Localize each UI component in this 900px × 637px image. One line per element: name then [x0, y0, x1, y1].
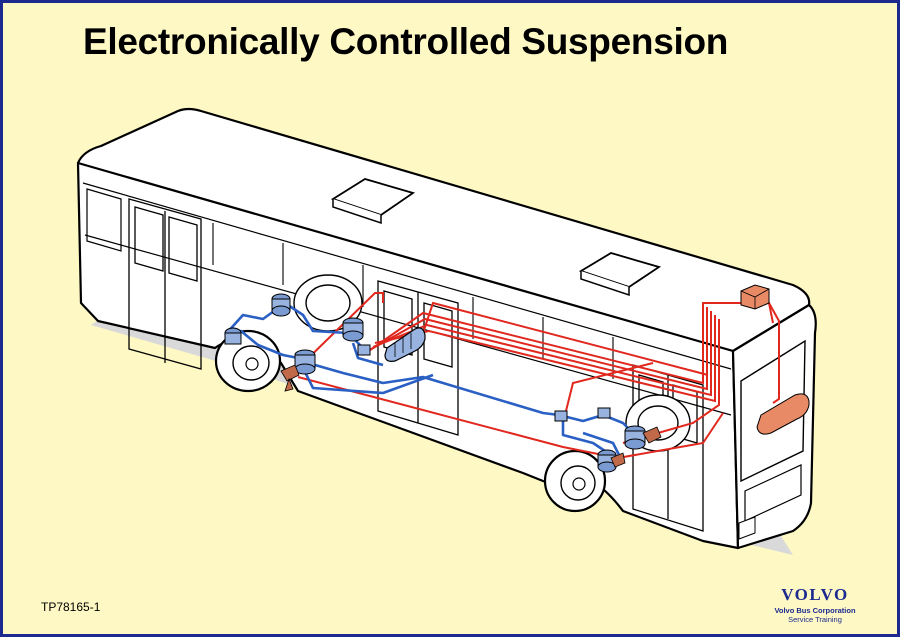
level-sensor-rear [280, 364, 300, 392]
air-bellow-front [624, 425, 646, 450]
control-unit [740, 284, 770, 310]
air-bellow-rear-left [271, 293, 291, 317]
window-band-bottom [84, 234, 732, 416]
windshield [740, 339, 806, 483]
window-band-top [82, 182, 732, 370]
driver-control-panel [756, 393, 810, 435]
front-headlight [738, 516, 756, 540]
brand-block: VOLVO Volvo Bus Corporation Service Trai… [755, 585, 875, 624]
electric-wiring [292, 292, 780, 459]
front-grille [744, 464, 802, 522]
front-wheel [543, 449, 607, 513]
brand-corporation: Volvo Bus Corporation [774, 606, 856, 615]
page-title: Electronically Controlled Suspension [83, 21, 729, 62]
poster-frame: Electronically Controlled Suspension TP7… [3, 3, 897, 634]
valve-front [554, 407, 611, 422]
air-bellow-rear-right [342, 317, 364, 342]
roof-hatch-rear [330, 178, 416, 225]
document-id: TP78165-1 [41, 600, 101, 614]
rear-door [128, 198, 202, 370]
rear-window [86, 188, 122, 252]
roof-hatch-front [578, 252, 662, 297]
level-sensor-front [610, 426, 662, 468]
valve-rear [357, 344, 371, 356]
air-lines [224, 301, 634, 460]
air-bellow-rear-outer [224, 327, 242, 345]
bus-diagram [76, 107, 817, 555]
air-bellow-rear-center [294, 349, 316, 375]
brand-department: Service Training [788, 615, 842, 624]
air-tank [384, 327, 426, 362]
volvo-logo: VOLVO [781, 585, 849, 604]
